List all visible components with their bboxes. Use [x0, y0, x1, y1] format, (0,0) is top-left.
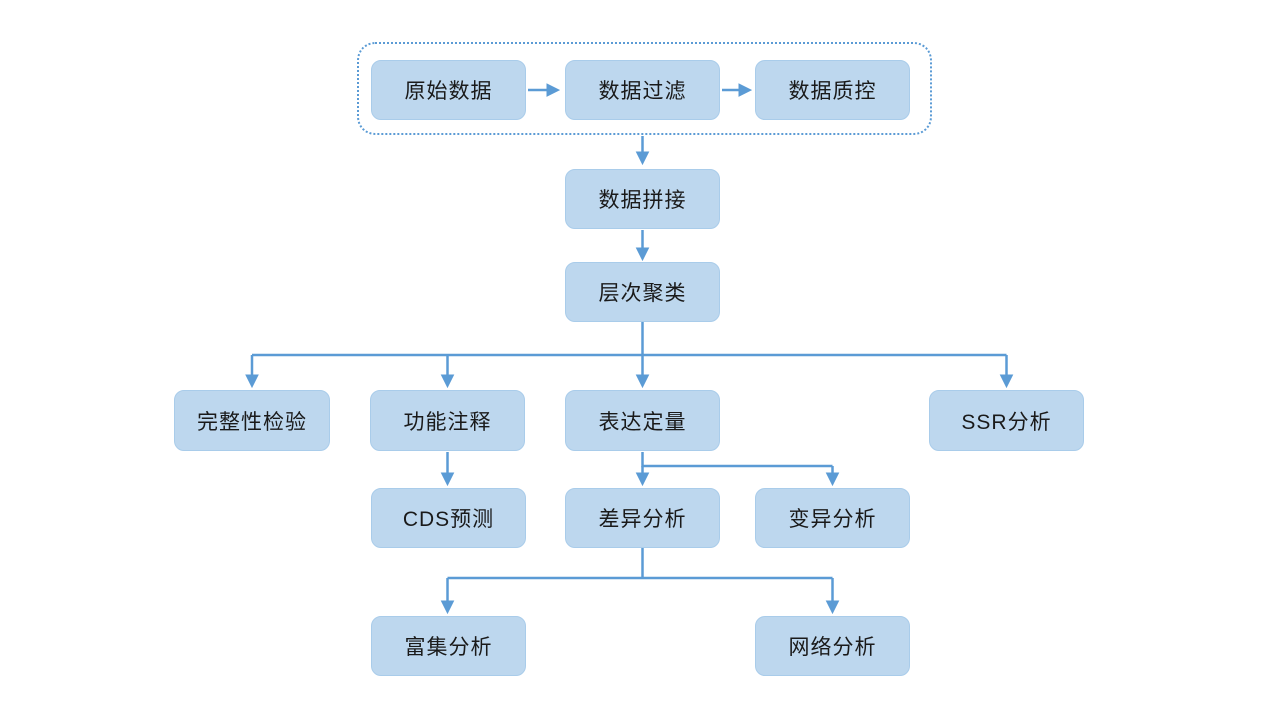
preprocessing-group-frame [357, 42, 932, 135]
node-completeness-check: 完整性检验 [174, 390, 330, 451]
node-functional-annotation: 功能注释 [370, 390, 525, 451]
node-enrichment-analysis: 富集分析 [371, 616, 526, 676]
node-raw-data: 原始数据 [371, 60, 526, 120]
node-data-assembly: 数据拼接 [565, 169, 720, 229]
edge-expression-rail [641, 452, 833, 468]
node-expression-quantification: 表达定量 [565, 390, 720, 451]
node-hierarchical-clustering: 层次聚类 [565, 262, 720, 322]
node-cds-prediction: CDS预测 [371, 488, 526, 548]
node-data-filter: 数据过滤 [565, 60, 720, 120]
node-data-qc: 数据质控 [755, 60, 910, 120]
node-ssr-analysis: SSR分析 [929, 390, 1084, 451]
node-differential-analysis: 差异分析 [565, 488, 720, 548]
node-network-analysis: 网络分析 [755, 616, 910, 676]
node-variation-analysis: 变异分析 [755, 488, 910, 548]
